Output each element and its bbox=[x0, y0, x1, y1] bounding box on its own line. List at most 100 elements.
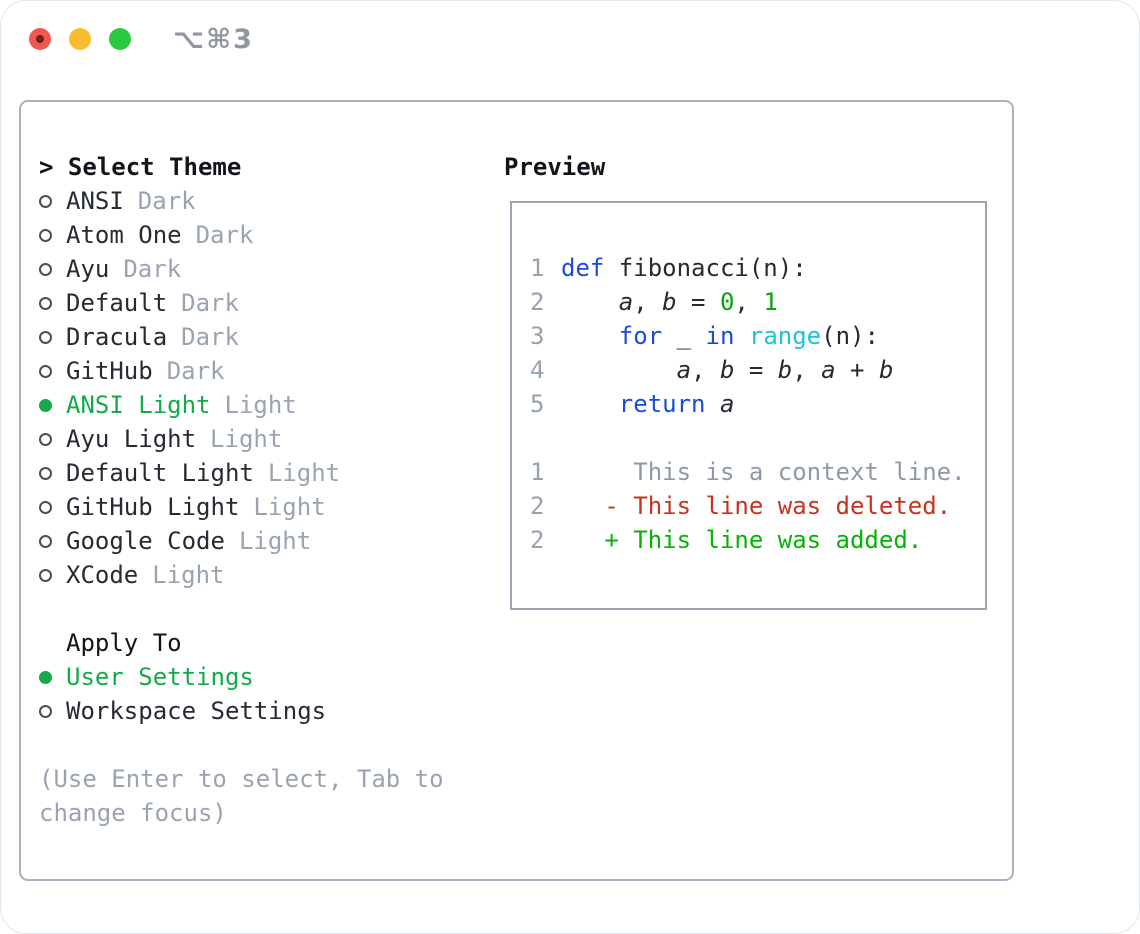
code-token: , bbox=[734, 288, 764, 316]
theme-item[interactable]: ANSI Dark bbox=[39, 184, 444, 218]
theme-item-variant-badge: Dark bbox=[195, 221, 254, 249]
zoom-button-icon[interactable] bbox=[109, 28, 131, 50]
code-token: 1 bbox=[763, 288, 778, 316]
code-line: 3 for _ in range(n): bbox=[530, 319, 985, 353]
line-number: 2 bbox=[530, 492, 545, 520]
spacer bbox=[39, 592, 444, 626]
theme-item-variant-badge: Dark bbox=[181, 323, 239, 351]
code-token bbox=[734, 322, 748, 350]
code-token: a bbox=[676, 356, 692, 384]
code-token: 0 bbox=[719, 288, 735, 316]
code-token bbox=[561, 390, 619, 418]
theme-item-label: ANSI Light bbox=[66, 391, 211, 419]
code-token: in bbox=[705, 322, 735, 350]
code-token: return bbox=[618, 390, 706, 418]
code-line: 1 def fibonacci(n): bbox=[530, 251, 985, 285]
code-token: = bbox=[676, 288, 720, 316]
radio-icon[interactable] bbox=[39, 432, 52, 446]
code-token: range bbox=[748, 322, 822, 350]
theme-item-label: Ayu Light bbox=[66, 425, 197, 453]
code-token: = bbox=[734, 356, 778, 384]
theme-item[interactable]: Dracula Dark bbox=[39, 320, 444, 354]
code-token bbox=[706, 390, 720, 418]
code-token bbox=[561, 322, 619, 350]
spacer bbox=[530, 421, 985, 455]
theme-picker-title-text: Select Theme bbox=[67, 153, 242, 181]
theme-item-label: Google Code bbox=[66, 527, 225, 555]
radio-selected-icon[interactable] bbox=[39, 398, 52, 412]
diff-line: 2 - This line was deleted. bbox=[530, 489, 985, 523]
line-number: 1 bbox=[530, 458, 545, 486]
radio-icon[interactable] bbox=[39, 500, 52, 514]
diff-line: 1 This is a context line. bbox=[530, 455, 985, 489]
code-line: 5 return a bbox=[530, 387, 985, 421]
code-line: 2 a, b = 0, 1 bbox=[530, 285, 985, 319]
radio-icon[interactable] bbox=[39, 466, 52, 480]
radio-icon[interactable] bbox=[39, 534, 52, 548]
code-token: , bbox=[691, 356, 720, 384]
close-button-icon[interactable] bbox=[29, 28, 51, 50]
theme-item-variant-badge: Dark bbox=[137, 187, 196, 215]
line-number: 5 bbox=[530, 390, 545, 418]
radio-icon[interactable] bbox=[39, 296, 52, 310]
help-text-line-2: change focus) bbox=[39, 799, 227, 827]
theme-item-label: ANSI bbox=[66, 187, 124, 215]
radio-icon[interactable] bbox=[39, 330, 52, 344]
radio-icon[interactable] bbox=[39, 194, 52, 208]
code-token: + bbox=[835, 356, 879, 384]
theme-picker-title: > Select Theme bbox=[39, 150, 444, 184]
theme-item-variant-badge: Dark bbox=[181, 289, 239, 317]
theme-item-label: GitHub Light bbox=[66, 493, 240, 521]
code-token: _ bbox=[662, 322, 706, 350]
help-text-line-1: (Use Enter to select, Tab to bbox=[39, 765, 444, 793]
code-token: b bbox=[777, 356, 793, 384]
code-token bbox=[561, 356, 677, 384]
theme-item-label: Default bbox=[66, 289, 168, 317]
line-number: 3 bbox=[530, 322, 545, 350]
radio-selected-icon[interactable] bbox=[39, 670, 52, 684]
code-token: b bbox=[662, 288, 677, 316]
window-shortcut-label: ⌥⌘3 bbox=[173, 23, 254, 55]
diff-line: 2 + This line was added. bbox=[530, 523, 985, 557]
radio-icon[interactable] bbox=[39, 364, 52, 378]
diff-line-text: - This line was deleted. bbox=[561, 492, 952, 520]
theme-item-variant-badge: Light bbox=[253, 493, 326, 521]
apply-to-option[interactable]: User Settings bbox=[39, 660, 444, 694]
code-token: fibonacci(n): bbox=[604, 254, 807, 282]
minimize-button-icon[interactable] bbox=[69, 28, 91, 50]
theme-item[interactable]: Default Dark bbox=[39, 286, 444, 320]
theme-item[interactable]: GitHub Light Light bbox=[39, 490, 444, 524]
code-token: b bbox=[719, 356, 735, 384]
code-token: a bbox=[719, 390, 735, 418]
theme-item-variant-badge: Dark bbox=[166, 357, 225, 385]
radio-icon[interactable] bbox=[39, 704, 52, 718]
code-token: a bbox=[821, 356, 836, 384]
prompt-caret: > bbox=[39, 153, 54, 181]
line-number: 1 bbox=[530, 254, 545, 282]
code-token: , bbox=[633, 288, 663, 316]
theme-item-label: Default Light bbox=[66, 459, 254, 487]
radio-icon[interactable] bbox=[39, 228, 52, 242]
radio-icon[interactable] bbox=[39, 262, 52, 276]
apply-to-option-label: Workspace Settings bbox=[66, 697, 327, 725]
radio-icon[interactable] bbox=[39, 568, 52, 582]
theme-item-variant-badge: Light bbox=[152, 561, 225, 589]
apply-to-title-row: Apply To bbox=[39, 626, 444, 660]
code-token: def bbox=[561, 254, 605, 282]
line-number: 2 bbox=[530, 526, 545, 554]
apply-to-option[interactable]: Workspace Settings bbox=[39, 694, 444, 728]
theme-item-label: Dracula bbox=[66, 323, 168, 351]
line-number: 4 bbox=[530, 356, 545, 384]
